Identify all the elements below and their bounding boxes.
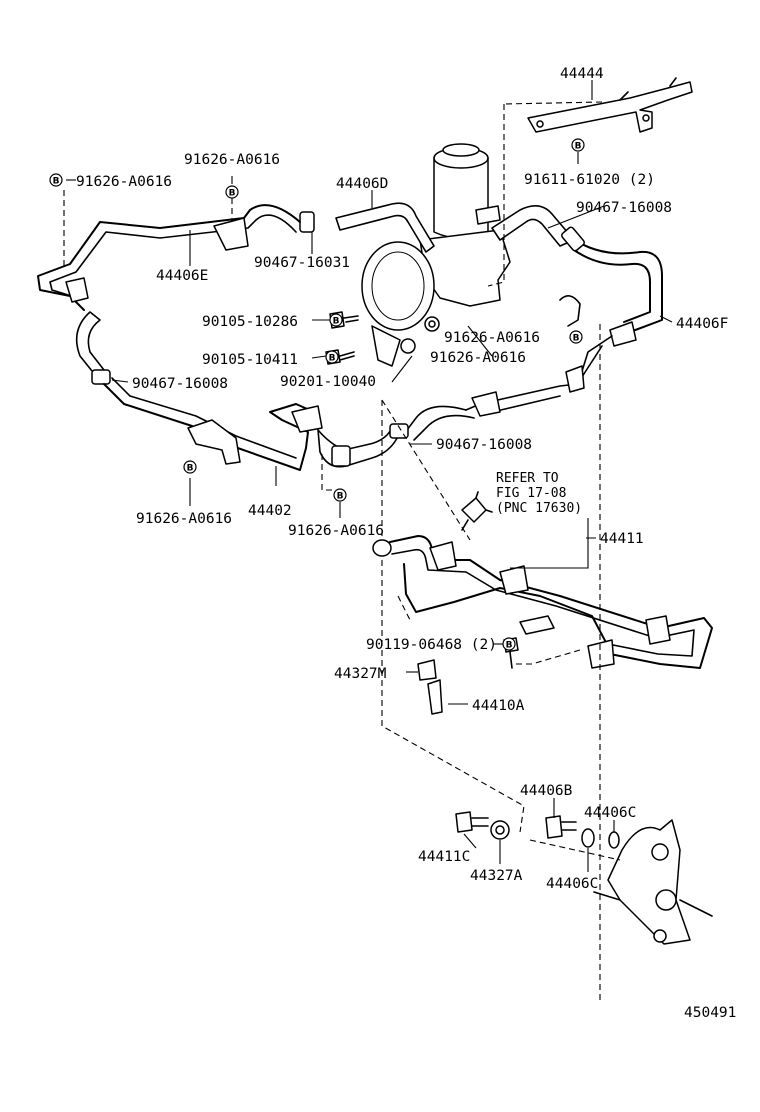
- label-44406f: 44406F: [676, 316, 728, 332]
- svg-text:B: B: [53, 177, 60, 187]
- hose-44406D-drawing: [299, 202, 435, 253]
- reference-line-3: (PNC 17630): [496, 501, 582, 516]
- label-44327a: 44327A: [470, 868, 523, 884]
- label-44406e: 44406E: [156, 268, 208, 284]
- b-marker-9: B: [502, 637, 516, 651]
- svg-text:B: B: [573, 334, 580, 344]
- label-44406c-right: 44406C: [584, 805, 636, 821]
- pipe-44402-drawing: [103, 377, 409, 471]
- label-44444: 44444: [560, 66, 604, 82]
- b-marker-3: B: [225, 185, 239, 199]
- label-91626-a0616-mid: 91626-A0616: [430, 350, 526, 366]
- hose-44406F-drawing: [403, 205, 663, 441]
- leader-lines: [66, 80, 673, 872]
- label-91626-a0616-bottom-left: 91626-A0616: [136, 511, 232, 527]
- svg-text:B: B: [575, 142, 582, 152]
- b-marker-4: B: [329, 313, 343, 327]
- b-marker-1: B: [571, 138, 585, 152]
- hose-44406E-drawing: [37, 204, 301, 385]
- label-44406b: 44406B: [520, 783, 573, 799]
- label-90105-10411: 90105-10411: [202, 352, 298, 368]
- svg-text:B: B: [229, 189, 236, 199]
- label-91626-a0616-bottom-mid: 91626-A0616: [288, 523, 384, 539]
- label-44406c-bottom: 44406C: [546, 876, 598, 892]
- label-44402: 44402: [248, 503, 292, 519]
- label-90467-16008-right: 90467-16008: [576, 200, 672, 216]
- b-marker-5: B: [569, 330, 583, 344]
- label-44410a: 44410A: [472, 698, 525, 714]
- svg-text:B: B: [329, 354, 336, 364]
- svg-text:B: B: [187, 464, 194, 474]
- label-90467-16008-left: 90467-16008: [132, 376, 228, 392]
- label-90467-16031: 90467-16031: [254, 255, 350, 271]
- label-91626-a0616-mid-right: 91626-A0616: [444, 330, 540, 346]
- bracket-44444-drawing: [527, 77, 693, 133]
- label-44406d: 44406D: [336, 176, 388, 192]
- label-90119-06468: 90119-06468 (2): [366, 637, 497, 653]
- label-91626-a0616-top-mid: 91626-A0616: [184, 152, 280, 168]
- label-91611-61020: 91611-61020 (2): [524, 172, 655, 188]
- label-90201-10040: 90201-10040: [280, 374, 376, 390]
- fasteners-drawing: [325, 311, 713, 945]
- label-91626-a0616-top-left: 91626-A0616: [76, 174, 172, 190]
- power-steering-pump-drawing: [361, 143, 511, 367]
- reference-line-2: FIG 17-08: [496, 486, 566, 501]
- b-marker-8: B: [333, 488, 347, 502]
- svg-text:B: B: [506, 641, 513, 651]
- pipe-44411-drawing: [372, 491, 713, 669]
- label-44411: 44411: [600, 531, 644, 547]
- b-marker-6: B: [325, 350, 339, 364]
- label-90105-10286: 90105-10286: [202, 314, 298, 330]
- label-44411c: 44411C: [418, 849, 470, 865]
- reference-line-1: REFER TO: [496, 471, 559, 486]
- label-44327m: 44327M: [334, 666, 387, 682]
- label-90467-16008-center: 90467-16008: [436, 437, 532, 453]
- svg-text:B: B: [333, 317, 340, 327]
- figure-number: 450491: [684, 1005, 736, 1021]
- dashed-reference-lines: [63, 101, 621, 1000]
- b-marker-2: B: [49, 173, 63, 187]
- b-marker-7: B: [183, 460, 197, 474]
- svg-text:B: B: [337, 492, 344, 502]
